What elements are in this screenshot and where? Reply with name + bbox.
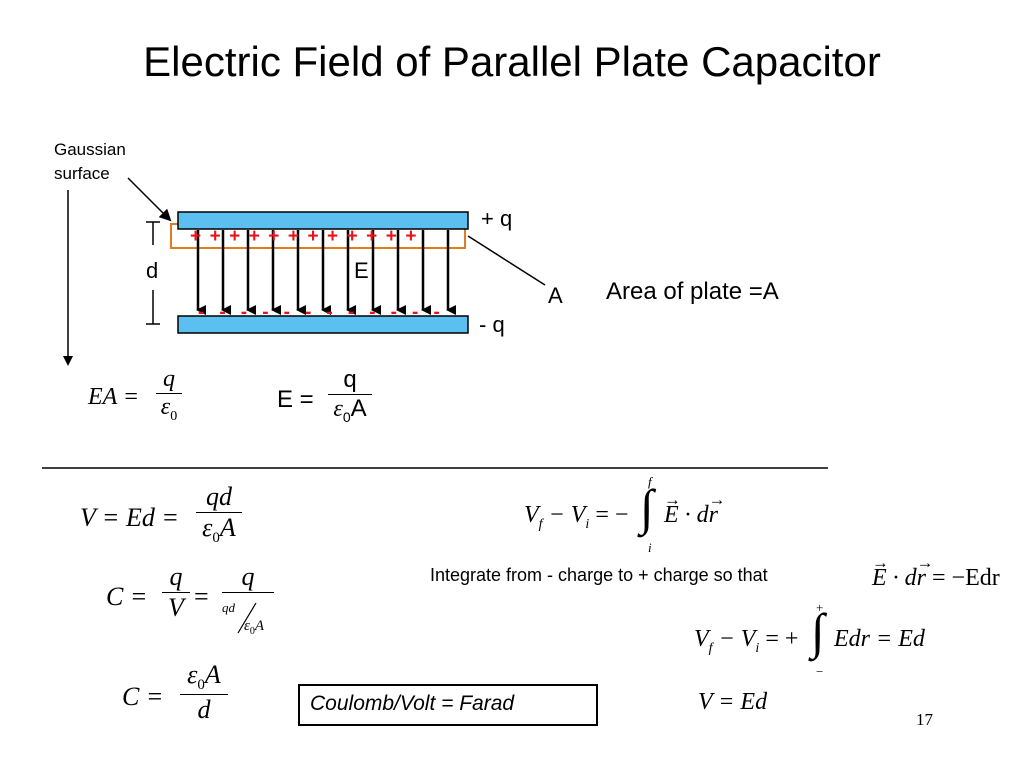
ea-den-sub: 0 bbox=[170, 408, 178, 424]
e-fraction: q ε0A bbox=[328, 366, 372, 425]
area-pointer bbox=[467, 235, 546, 286]
c2-den: d bbox=[197, 695, 211, 725]
a-label: A bbox=[548, 283, 563, 308]
c1-inner-sub: 0 bbox=[249, 626, 255, 637]
c2-num-sub: 0 bbox=[197, 677, 205, 694]
e-numerator: q bbox=[343, 366, 357, 393]
c2-num-eps: ε bbox=[187, 660, 198, 689]
c1-inner-a: A bbox=[254, 618, 265, 634]
c1-den1: V bbox=[168, 593, 184, 622]
integral-1: Vf − Vi = − bbox=[524, 502, 629, 532]
e-den-eps: ε bbox=[333, 396, 343, 422]
c2-num-a: A bbox=[204, 660, 221, 689]
negative-charge-signs: - - - - - - - - - - - - bbox=[198, 302, 445, 323]
page-number: 17 bbox=[916, 710, 933, 729]
integral-2-upper: + bbox=[816, 600, 824, 615]
negative-plate bbox=[177, 315, 469, 334]
integrate-text: Integrate from - charge to + charge so t… bbox=[430, 565, 768, 585]
ea-fraction: q ε0 bbox=[156, 366, 182, 425]
integral-sign-1: ∫ bbox=[640, 479, 654, 535]
v-den-a: A bbox=[219, 513, 236, 542]
integral-1-upper: f bbox=[648, 474, 652, 489]
integral-2-rhs: Edr = Ed bbox=[834, 626, 925, 652]
ea-den-eps: ε bbox=[160, 394, 171, 420]
positive-charge-signs: + + + + + + + + + + + + bbox=[190, 226, 419, 247]
units-box bbox=[298, 684, 598, 726]
integral-2: Vf − Vi = + bbox=[694, 626, 799, 656]
c1-eq: = bbox=[194, 582, 209, 611]
e-den-sub: 0 bbox=[342, 408, 351, 425]
edr-equation: E · dr = −Edr bbox=[872, 553, 1000, 592]
c1-fraction-2: q bbox=[222, 562, 274, 593]
integral-1-lower: i bbox=[648, 540, 652, 555]
plus-q-label: + q bbox=[481, 206, 513, 231]
gaussian-pointer bbox=[127, 177, 172, 222]
c2-fraction: ε0A d bbox=[180, 660, 228, 725]
c1-num1: q bbox=[169, 562, 183, 591]
e-label: E bbox=[352, 258, 371, 284]
integral-2-lower: − bbox=[816, 664, 824, 679]
final-equation: V = Ed bbox=[698, 689, 768, 715]
gaussian-label-1: Gaussian bbox=[54, 140, 126, 159]
e-den-a: A bbox=[350, 395, 367, 422]
e-lhs: E = bbox=[277, 386, 314, 413]
positive-plate bbox=[177, 211, 469, 230]
c1-inner-den: ε0A bbox=[244, 618, 264, 637]
v-numerator: qd bbox=[206, 482, 232, 511]
area-text: Area of plate =A bbox=[606, 278, 779, 305]
integral-1-body: E · dr bbox=[664, 490, 718, 529]
v-lhs: V = Ed = bbox=[80, 503, 179, 532]
v-fraction: qd ε0A bbox=[196, 482, 242, 547]
ea-lhs: EA = bbox=[88, 384, 140, 410]
d-label: d bbox=[146, 258, 159, 283]
c1-lhs: C = bbox=[106, 582, 148, 611]
c1-inner-eps: ε bbox=[244, 618, 250, 634]
v-den-eps: ε bbox=[202, 513, 213, 542]
gaussian-label-2: surface bbox=[54, 164, 110, 183]
c1-num2: q bbox=[241, 562, 255, 591]
ea-numerator: q bbox=[163, 366, 175, 392]
c1-fraction-1: q V bbox=[162, 562, 190, 623]
v-den-sub: 0 bbox=[212, 530, 220, 547]
slide-title: Electric Field of Parallel Plate Capacit… bbox=[143, 38, 881, 85]
integral-sign-2: ∫ bbox=[811, 603, 825, 659]
units-text: Coulomb/Volt = Farad bbox=[310, 692, 515, 715]
c2-lhs: C = bbox=[122, 682, 164, 711]
minus-q-label: - q bbox=[479, 312, 505, 337]
field-lines bbox=[196, 230, 456, 315]
c1-inner-num: qd bbox=[222, 600, 235, 615]
